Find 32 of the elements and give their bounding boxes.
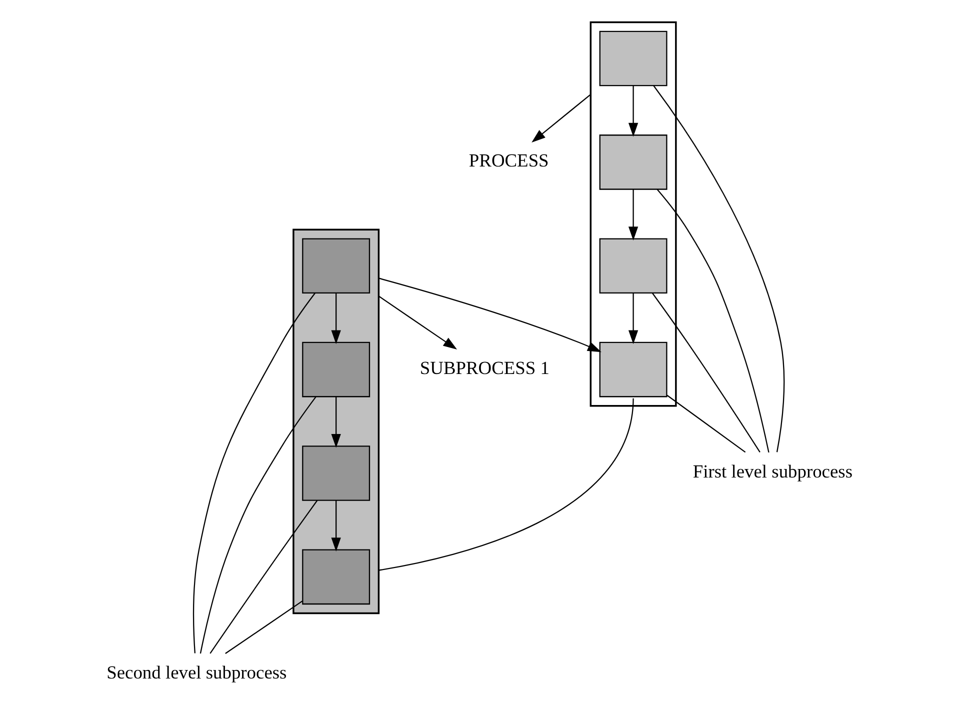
cluster bbox=[590, 21, 677, 407]
node-text: First level subprocess bbox=[692, 462, 853, 482]
arrow bbox=[331, 293, 341, 344]
arrow bbox=[628, 293, 638, 344]
arrow bbox=[331, 500, 341, 552]
arrow bbox=[532, 94, 592, 143]
node-text: SUBPROCESS 1 bbox=[420, 358, 550, 378]
connector bbox=[666, 394, 746, 453]
arrow bbox=[378, 278, 602, 352]
node-box bbox=[302, 446, 370, 501]
connector bbox=[656, 189, 770, 453]
arrow bbox=[628, 189, 638, 240]
node-text: PROCESS bbox=[468, 150, 549, 171]
cluster bbox=[292, 228, 380, 614]
connector bbox=[210, 500, 318, 654]
node-box bbox=[599, 238, 668, 294]
connector bbox=[652, 292, 760, 452]
node-box bbox=[302, 342, 370, 398]
connector bbox=[200, 396, 316, 654]
connector bbox=[378, 398, 634, 571]
connector bbox=[193, 292, 316, 654]
connector bbox=[225, 600, 303, 654]
node-box bbox=[302, 238, 370, 294]
node-box bbox=[599, 342, 668, 398]
connector bbox=[653, 85, 785, 452]
node-box bbox=[302, 549, 370, 605]
node-box bbox=[599, 30, 668, 86]
arrow bbox=[378, 296, 458, 350]
arrow bbox=[628, 86, 638, 137]
node-box bbox=[599, 134, 668, 190]
node-text: Second level subprocess bbox=[106, 662, 287, 683]
arrow bbox=[331, 396, 341, 448]
